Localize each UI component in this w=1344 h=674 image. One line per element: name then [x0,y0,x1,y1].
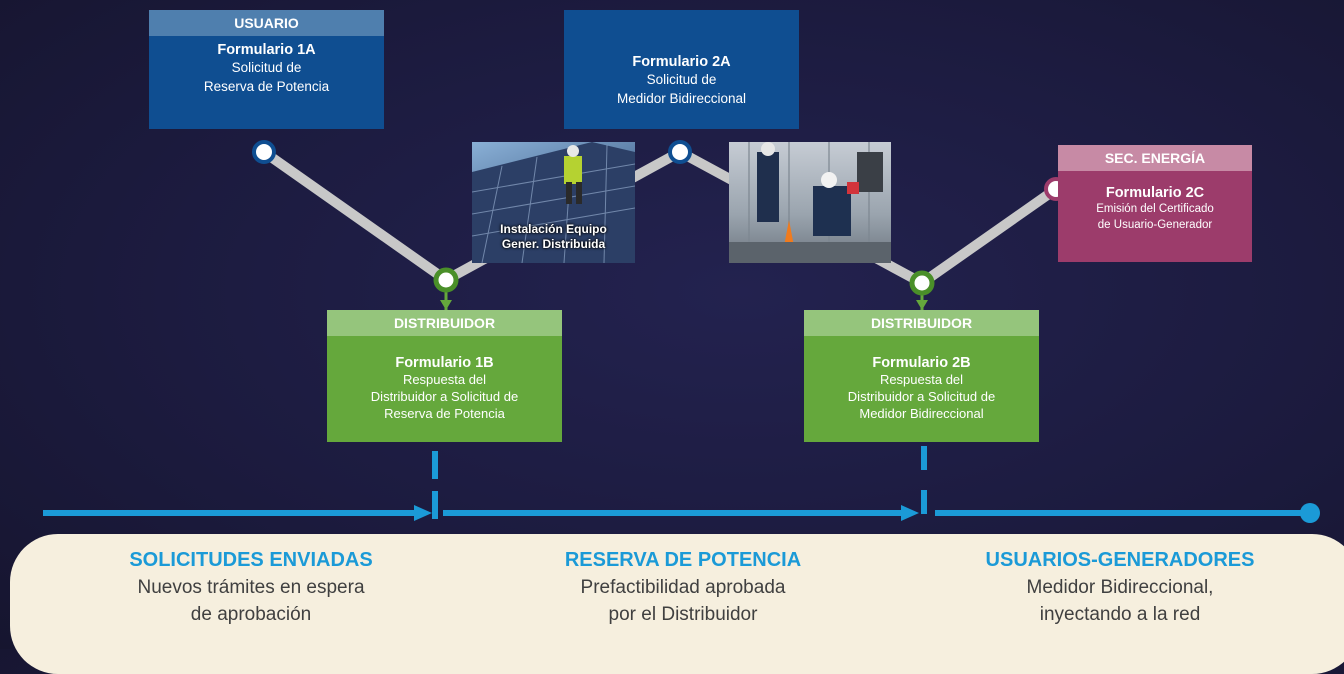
stage-desc-line: inyectando a la red [1039,604,1201,625]
stage-title: USUARIOS-GENERADORES [985,549,1255,571]
stage-desc-line: por el Distribuidor [608,604,758,625]
solar-panel-illustration [472,142,635,263]
card-formulario-2c: SEC. ENERGÍA Formulario 2C Emisión del C… [1058,145,1252,262]
stage-reserva-de-potencia: RESERVA DE POTENCIA Prefactibilidad apro… [488,546,878,628]
card-header-distribuidor: DISTRIBUIDOR [327,310,562,336]
card-desc-line: Medidor Bidireccional [859,406,984,421]
node-2a [668,140,692,164]
photo-caption-line: Gener. Distribuida [501,237,606,251]
meter-technician-photo [729,142,891,263]
solar-installation-photo: Instalación Equipo Gener. Distribuida [472,142,635,263]
technician-illustration [729,142,891,263]
stage-desc-line: Nuevos trámites en espera [137,577,365,598]
card-desc-line: Respuesta del [879,372,964,387]
stage-title: SOLICITUDES ENVIADAS [129,549,373,571]
card-title: Formulario 1A [217,42,316,58]
node-1a [252,140,276,164]
timeline-arrow-1 [414,505,432,521]
card-title: Formulario 2A [632,54,731,70]
stage-usuarios-generadores: USUARIOS-GENERADORES Medidor Bidireccion… [925,546,1315,628]
node-1b [433,267,459,293]
card-formulario-2b: DISTRIBUIDOR Formulario 2B Respuesta del… [804,310,1039,442]
card-title: Formulario 2C [1105,185,1205,201]
card-title: Formulario 2B [872,355,971,371]
card-desc-line: Medidor Bidireccional [616,91,747,106]
card-header-usuario: USUARIO [149,10,384,36]
card-desc-line: Reserva de Potencia [203,79,330,94]
card-desc-line: Solicitud de [646,72,717,87]
card-desc-line: Distribuidor a Solicitud de [847,389,996,404]
card-formulario-2a: Formulario 2A Solicitud de Medidor Bidir… [564,10,799,129]
card-formulario-1a: USUARIO Formulario 1A Solicitud de Reser… [149,10,384,129]
photo-caption-line: Instalación Equipo [500,222,607,236]
stem-2b-arrow [916,300,928,310]
stage-desc-line: Prefactibilidad aprobada [580,577,786,598]
timeline-end-dot [1300,503,1320,523]
flow-diagram [43,140,1320,523]
stage-title: RESERVA DE POTENCIA [564,549,802,571]
card-header-distribuidor: DISTRIBUIDOR [804,310,1039,336]
card-desc-line: Solicitud de [231,60,302,75]
card-title: Formulario 1B [395,355,494,371]
process-connector-line [261,147,1059,288]
photo-caption: Instalación Equipo Gener. Distribuida [472,222,635,252]
stem-1b-arrow [440,300,452,310]
card-desc-line: Respuesta del [402,372,487,387]
stage-desc-line: Medidor Bidireccional, [1026,577,1214,598]
card-desc-line: de Usuario-Generador [1097,219,1213,231]
card-formulario-1b: DISTRIBUIDOR Formulario 1B Respuesta del… [327,310,562,442]
timeline-arrow-2 [901,505,919,521]
stage-desc-line: de aprobación [190,604,312,625]
card-desc-line: Emisión del Certificado [1096,203,1214,215]
card-desc-line: Reserva de Potencia [384,406,505,421]
card-header-sec-energia: SEC. ENERGÍA [1058,145,1252,171]
card-desc-line: Distribuidor a Solicitud de [370,389,519,404]
node-2b [909,270,935,296]
stage-solicitudes-enviadas: SOLICITUDES ENVIADAS Nuevos trámites en … [56,546,446,628]
